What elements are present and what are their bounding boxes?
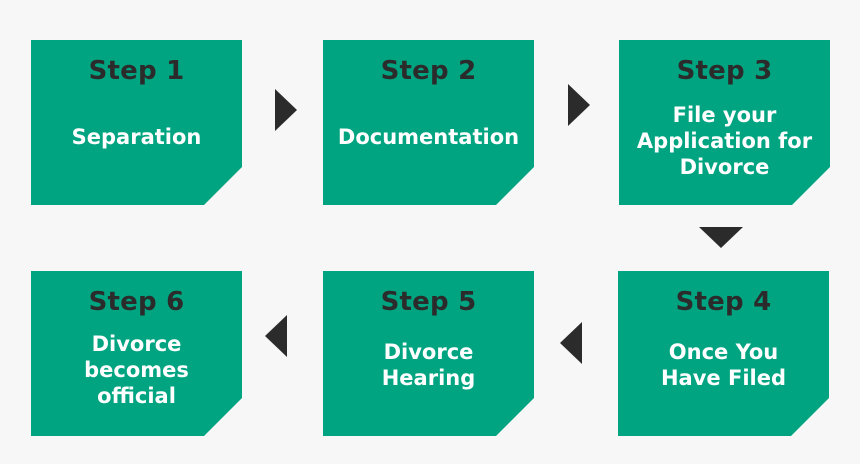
step-1-label: Separation xyxy=(71,125,202,149)
step-6-title: Step 6 xyxy=(88,287,185,317)
step-1-box: Step 1 Separation xyxy=(31,40,242,205)
step-3-box: Step 3 File your Application for Divorce xyxy=(619,40,830,205)
step-6-label: Divorce becomes official xyxy=(84,332,189,408)
step-5-label: Divorce Hearing xyxy=(381,340,476,390)
arrow-right-icon xyxy=(275,89,297,131)
step-5-title: Step 5 xyxy=(380,287,477,317)
arrow-right-icon xyxy=(568,84,590,126)
arrow-left-icon xyxy=(265,315,287,357)
step-4-label: Once You Have Filed xyxy=(660,340,786,390)
arrow-left-icon xyxy=(560,322,582,364)
step-2-label: Documentation xyxy=(337,125,520,149)
step-6-box: Step 6 Divorce becomes official xyxy=(31,271,242,436)
step-3-title: Step 3 xyxy=(676,56,773,86)
step-3-label: File your Application for Divorce xyxy=(636,103,813,179)
step-4-title: Step 4 xyxy=(675,287,772,317)
step-5-box: Step 5 Divorce Hearing xyxy=(323,271,534,436)
step-4-box: Step 4 Once You Have Filed xyxy=(618,271,829,436)
arrow-down-icon xyxy=(699,227,743,248)
step-2-box: Step 2 Documentation xyxy=(323,40,534,205)
step-2-title: Step 2 xyxy=(380,56,477,86)
step-1-title: Step 1 xyxy=(88,56,185,86)
